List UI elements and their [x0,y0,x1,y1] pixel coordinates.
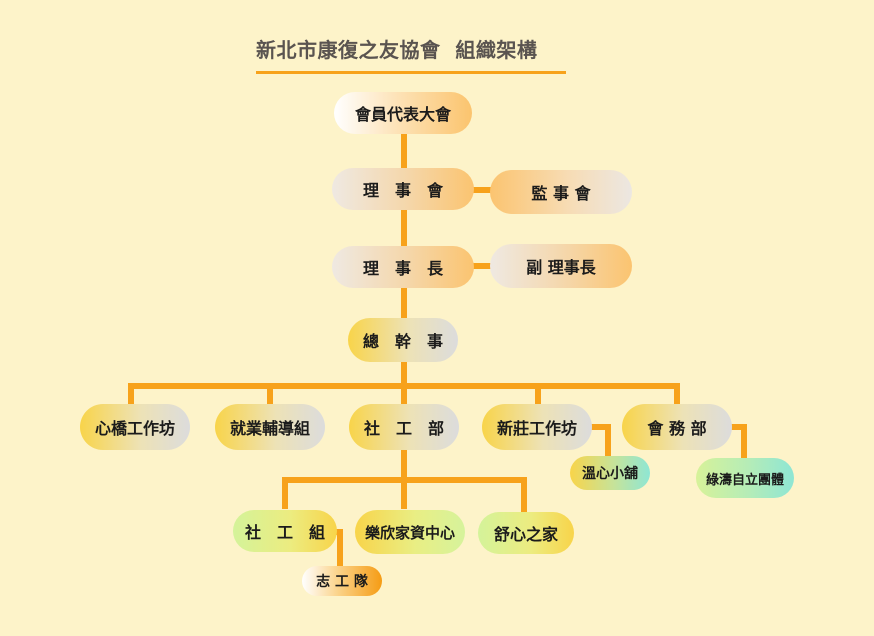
node-board-of-supervisors: 監 事 會 [490,170,632,214]
node-affairs-dept: 會 務 部 [622,404,732,450]
node-social-work-group: 社 工 組 [233,510,337,552]
node-vice-chairman: 副 理事長 [490,244,632,288]
node-chairman: 理 事 長 [332,246,474,288]
node-social-work-dept: 社 工 部 [349,404,459,450]
node-board-of-directors: 理 事 會 [332,168,474,210]
xinzhuang-shop-link [589,424,611,461]
node-secretary-general: 總 幹 事 [348,318,458,362]
title-underline [256,71,566,74]
affairs-lvtao-link [728,424,747,461]
node-heart-bridge-workshop: 心橋工作坊 [80,404,190,450]
node-volunteer-team: 志 工 隊 [302,566,382,596]
node-member-assembly: 會員代表大會 [334,92,472,134]
node-lvtao-self-help-group: 綠濤自立團體 [696,458,794,498]
node-shuxin-home: 舒心之家 [478,512,574,554]
node-employment-guidance: 就業輔導組 [215,404,325,450]
node-warm-heart-shop: 溫心小舖 [570,456,650,490]
social-work-bus [282,477,527,513]
node-lexin-family-resource-center: 樂欣家資中心 [355,510,465,554]
node-xinzhuang-workshop: 新莊工作坊 [482,404,592,450]
page-title: 新北市康復之友協會 組織架構 [256,38,538,62]
